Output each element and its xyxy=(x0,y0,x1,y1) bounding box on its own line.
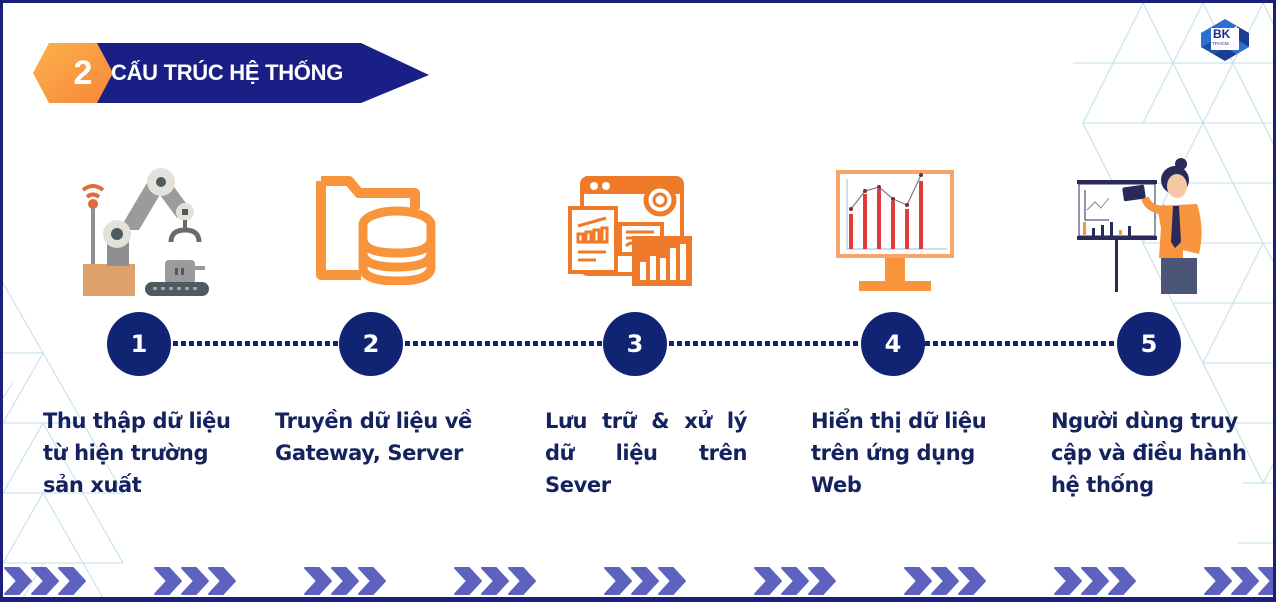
chevron-right-icon xyxy=(631,567,659,595)
chevron-right-icon xyxy=(958,567,986,595)
footer-chevron-row xyxy=(4,567,1273,595)
connector-4-5 xyxy=(925,341,1117,346)
connector-1-2 xyxy=(173,341,339,346)
step-5-label: Người dùng truy cập và điều hành hệ thốn… xyxy=(1051,409,1247,497)
step-1-label: Thu thập dữ liệu từ hiện trường sản xuất xyxy=(43,409,231,497)
chevron-right-icon xyxy=(754,567,782,595)
chevron-right-icon xyxy=(1204,567,1232,595)
step-1-circle: 1 xyxy=(107,312,171,376)
chevron-right-icon xyxy=(481,567,509,595)
chevron-right-icon xyxy=(1108,567,1136,595)
chevron-right-icon xyxy=(154,567,182,595)
chevron-right-icon xyxy=(1258,567,1273,595)
chevron-right-icon xyxy=(454,567,482,595)
folder-database-icon xyxy=(316,176,436,285)
logo-subtext: TP.HCM xyxy=(1212,41,1229,46)
chevron-right-icon xyxy=(904,567,932,595)
step-2-circle: 2 xyxy=(339,312,403,376)
chevron-right-icon xyxy=(31,567,59,595)
step-3-circle: 3 xyxy=(603,312,667,376)
chevron-right-icon xyxy=(1054,567,1082,595)
chevron-right-icon xyxy=(181,567,209,595)
bk-logo: BK TP.HCM xyxy=(1197,17,1253,65)
chevron-right-icon xyxy=(781,567,809,595)
step-3-label: Lưu trữ & xử lý dữ liệu trên Sever xyxy=(545,409,747,497)
chevron-right-icon xyxy=(808,567,836,595)
chevron-right-icon xyxy=(658,567,686,595)
section-title-banner: 2 CẤU TRÚC HỆ THỐNG xyxy=(31,41,431,105)
logo-text: BK xyxy=(1213,27,1231,41)
step-2-label: Truyền dữ liệu về Gateway, Server xyxy=(275,409,472,465)
monitor-chart-icon xyxy=(836,170,954,291)
logo-cube-icon xyxy=(1201,19,1249,61)
chevron-right-icon xyxy=(331,567,359,595)
chevron-right-icon xyxy=(931,567,959,595)
chevron-right-icon xyxy=(4,567,32,595)
chevron-right-icon xyxy=(508,567,536,595)
robot-arm-icon xyxy=(81,168,209,296)
chevron-right-icon xyxy=(208,567,236,595)
section-number: 2 xyxy=(73,54,93,92)
chevron-right-icon xyxy=(358,567,386,595)
step-4-circle: 4 xyxy=(861,312,925,376)
step-4-label: Hiển thị dữ liệu trên ứng dụng Web xyxy=(811,409,987,497)
step-5-circle: 5 xyxy=(1117,312,1181,376)
connector-3-4 xyxy=(669,341,861,346)
chevron-right-icon xyxy=(604,567,632,595)
banner-shape xyxy=(33,43,429,103)
data-analytics-icon xyxy=(568,176,692,286)
section-title: CẤU TRÚC HỆ THỐNG xyxy=(111,60,344,85)
chevron-right-icon xyxy=(1231,567,1259,595)
presenter-woman-icon xyxy=(1077,158,1202,294)
connector-2-3 xyxy=(405,341,603,346)
chevron-right-icon xyxy=(1081,567,1109,595)
chevron-right-icon xyxy=(304,567,332,595)
chevron-right-icon xyxy=(58,567,86,595)
